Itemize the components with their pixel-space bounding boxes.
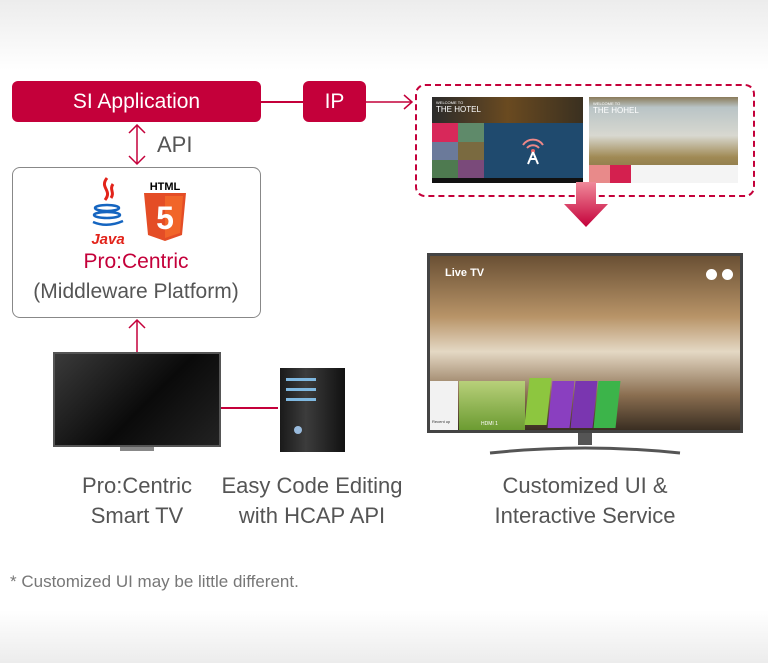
hdmi-label: HDMI 1 <box>481 421 498 427</box>
java-logo-text: Java <box>91 231 125 248</box>
welcome-text: WELCOME TO <box>593 101 621 106</box>
footnote: * Customized UI may be little different. <box>10 572 299 591</box>
java-cup-icon <box>92 177 124 226</box>
ip-box: IP <box>303 81 366 122</box>
si-application-label: SI Application <box>72 89 201 113</box>
connector-line <box>221 407 278 409</box>
recent-label: Recent up <box>432 419 451 424</box>
ip-label: IP <box>324 89 345 113</box>
html5-logo: HTML 5 <box>143 181 187 246</box>
app-tile[interactable] <box>524 378 552 425</box>
si-application-box: SI Application <box>12 81 261 122</box>
arrow-down-icon <box>564 182 608 227</box>
settings-icon[interactable] <box>722 269 733 280</box>
hdmi-tile[interactable]: HDMI 1 <box>459 381 525 430</box>
arrow-right-icon <box>366 94 414 110</box>
arrow-up-icon <box>128 318 146 354</box>
live-tv-title: Live TV <box>445 267 485 279</box>
middleware-subtitle: (Middleware Platform) <box>33 280 239 303</box>
api-label: API <box>157 132 193 157</box>
html-logo-text: HTML <box>149 181 181 193</box>
bidirectional-arrow-icon <box>128 124 146 166</box>
input-icon[interactable] <box>706 269 717 280</box>
java-logo: Java <box>85 176 131 248</box>
hotel-title: THE HOTEL <box>436 105 481 114</box>
middleware-platform-box: Java HTML 5 Pro:Centric (Middleware Plat… <box>12 167 261 318</box>
procentric-title: Pro:Centric <box>83 250 189 273</box>
recent-tile[interactable]: Recent up <box>430 381 458 430</box>
broadcast-antenna-icon <box>522 138 544 165</box>
channel-tile[interactable] <box>593 381 621 428</box>
hotel-ui-screen-left: WELCOME TO THE HOTEL <box>432 97 583 183</box>
smart-tv-image <box>53 352 221 447</box>
connector-line <box>261 101 303 103</box>
html5-shield-icon: 5 <box>144 193 186 241</box>
hotel-ui-screen-right: WELCOME TO THE HOHEL <box>589 97 738 183</box>
svg-text:5: 5 <box>156 200 174 236</box>
welcome-text: WELCOME TO <box>436 100 464 105</box>
customized-ui-tv: Live TV Recent up HDMI 1 <box>427 253 743 433</box>
tv-stand <box>489 433 681 455</box>
server-image <box>280 368 345 452</box>
hotel-title: THE HOHEL <box>593 106 639 115</box>
tv-stand <box>120 447 154 451</box>
customized-ui-label: Customized UI &Interactive Service <box>494 473 676 528</box>
